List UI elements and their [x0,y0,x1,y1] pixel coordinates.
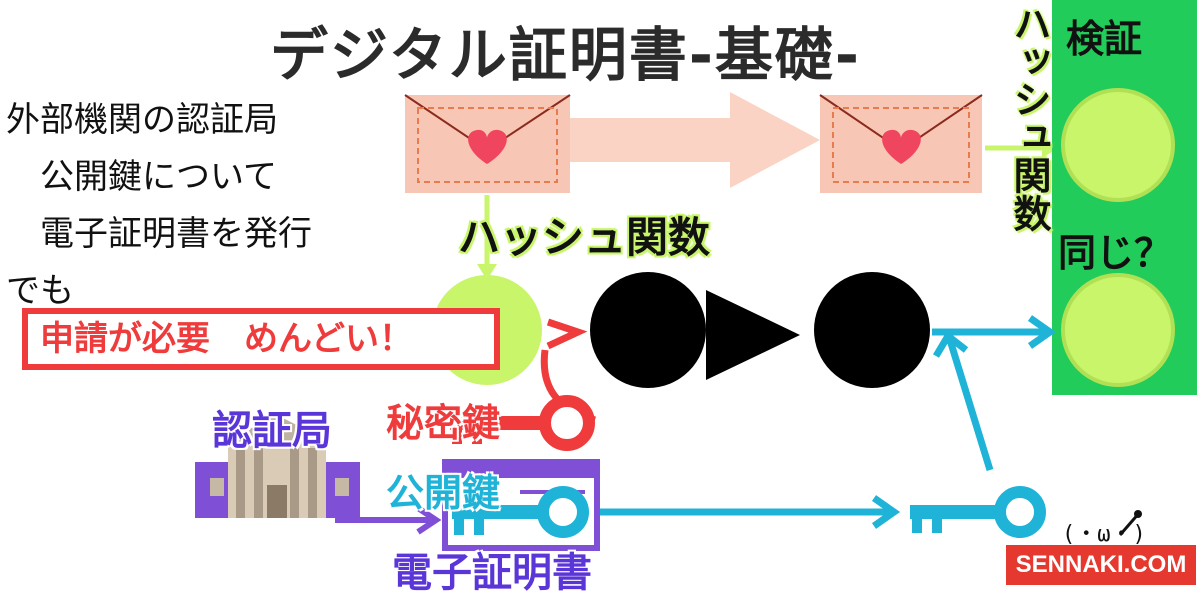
hash-function-label: ハッシュ関数 [458,213,711,262]
envelope-right-icon [819,94,983,193]
digital-certificate-icon [442,459,600,551]
logo-pen-icon [1118,510,1142,536]
digital-certificate-label: 電子証明書 [392,550,592,596]
lime-arrow-down [477,195,497,280]
page-title: デジタル証明書-基礎- [270,21,861,89]
encrypted-circle-right [814,272,930,388]
intro-note: 外部機関の認証局 公開鍵について 電子証明書を発行 でも [6,100,312,311]
private-key-icon [450,318,596,451]
site-logo[interactable]: SENNAKI.COM [1006,545,1196,585]
encrypted-circle-left [590,272,706,388]
verify-panel [1052,0,1197,395]
lime-arrow-right [985,138,1058,158]
verify-label: 検証 [1066,17,1143,61]
application-required-banner: 申請が必要 めんどい！ [22,308,500,370]
black-arrow [706,290,800,380]
public-key-right-icon [910,486,1046,538]
hash-function-vertical-label: ハッシュ関数 [1007,4,1051,232]
cyan-arrow-verify [932,315,1057,472]
public-key-label: 公開鍵 [386,471,501,515]
cyan-arrow-key [600,495,901,529]
envelope-left-icon [404,94,571,193]
same-question-label: 同じ？ [1058,231,1173,275]
logo-face: (・ω・) [1062,522,1146,547]
peach-arrow [570,92,820,188]
purple-arrow [335,505,442,535]
building-icon [195,415,360,518]
certificate-authority-label: 認証局 [212,408,332,454]
private-key-label: 秘密鍵 [386,401,501,445]
